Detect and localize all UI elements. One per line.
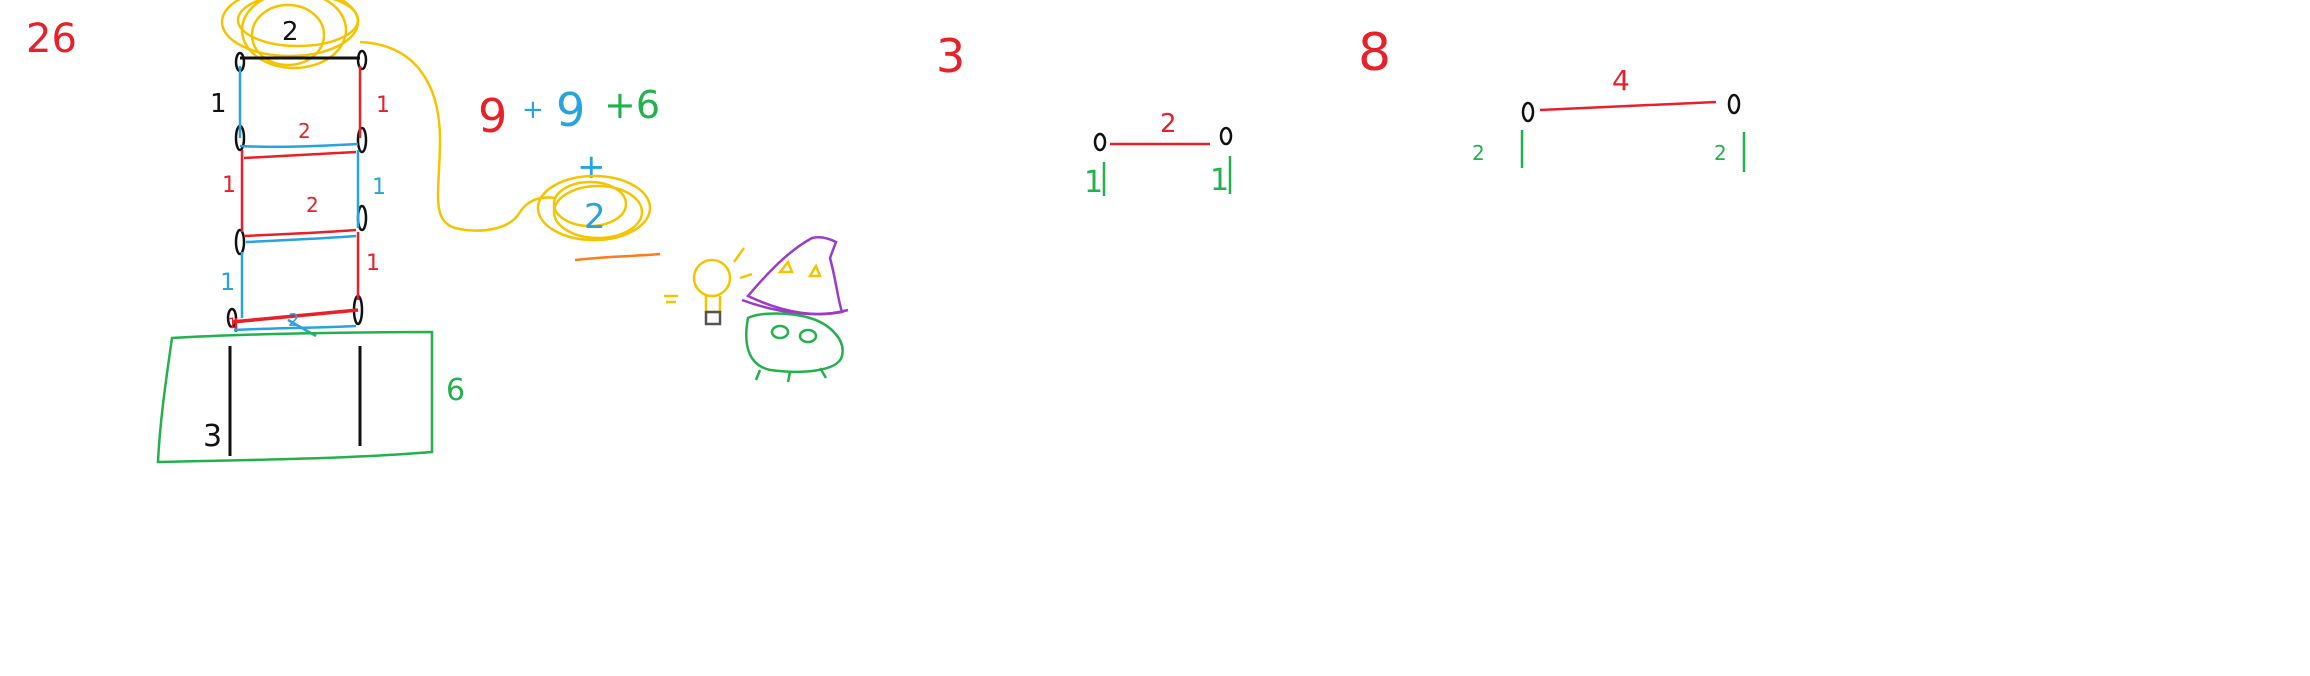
node [234,228,246,256]
rung-label: 2 [306,193,319,217]
edge-line [1539,100,1717,112]
leg-label: 2 [1714,141,1727,165]
figure-two-total-label: 3 [936,29,965,83]
extra-label: 2 [584,197,606,237]
tower-figure: 26 2 [26,0,849,464]
tower-total-label: 26 [26,16,77,62]
tower-nodes [226,49,368,329]
underline-mark [574,252,661,262]
node [1219,126,1233,146]
base-right-label: 6 [446,373,465,408]
edge-label: 4 [1612,64,1630,97]
wizard-frog-icon [741,235,849,383]
sum-term: + [522,95,544,125]
highlight-connector [359,40,556,232]
node [356,126,368,154]
lightbulb-icon [664,247,753,326]
side-label: 1 [228,316,237,332]
sum-term: 9 [478,89,507,143]
sum-equation: 9 + 9 +6 + [478,83,660,187]
base-block [156,330,434,464]
side-label: 1 [210,89,227,119]
rung-label: 2 [288,310,299,331]
node [1093,132,1107,152]
top-highlight-scribble [220,0,360,70]
node [356,49,368,71]
edge-label: 2 [1160,109,1177,139]
side-label: 1 [376,93,390,118]
figure-three-total-label: 8 [1358,23,1391,83]
node [1727,93,1741,115]
extra-circle-scribble [536,174,652,242]
side-label: 1 [220,268,235,296]
node [1521,101,1535,123]
side-label: 1 [366,251,380,276]
side-label: 1 [372,175,386,200]
top-rung-label: 2 [282,17,299,47]
rung-label: 2 [298,119,311,143]
sum-term: +6 [604,83,660,127]
tower-rungs [231,142,359,338]
figure-two: 3 2 1 1 [936,29,1233,200]
base-left-label: 3 [203,419,222,454]
leg-label: 1 [1210,163,1229,198]
side-label: 1 [222,173,236,198]
plus-sign: + [577,147,606,187]
figure-three: 8 4 2 2 [1358,23,1746,172]
leg-label: 2 [1472,141,1485,165]
sum-term: 9 [556,83,585,137]
side-label: 1 [370,291,371,293]
leg-label: 1 [1084,165,1103,200]
tower-sides [234,66,362,332]
